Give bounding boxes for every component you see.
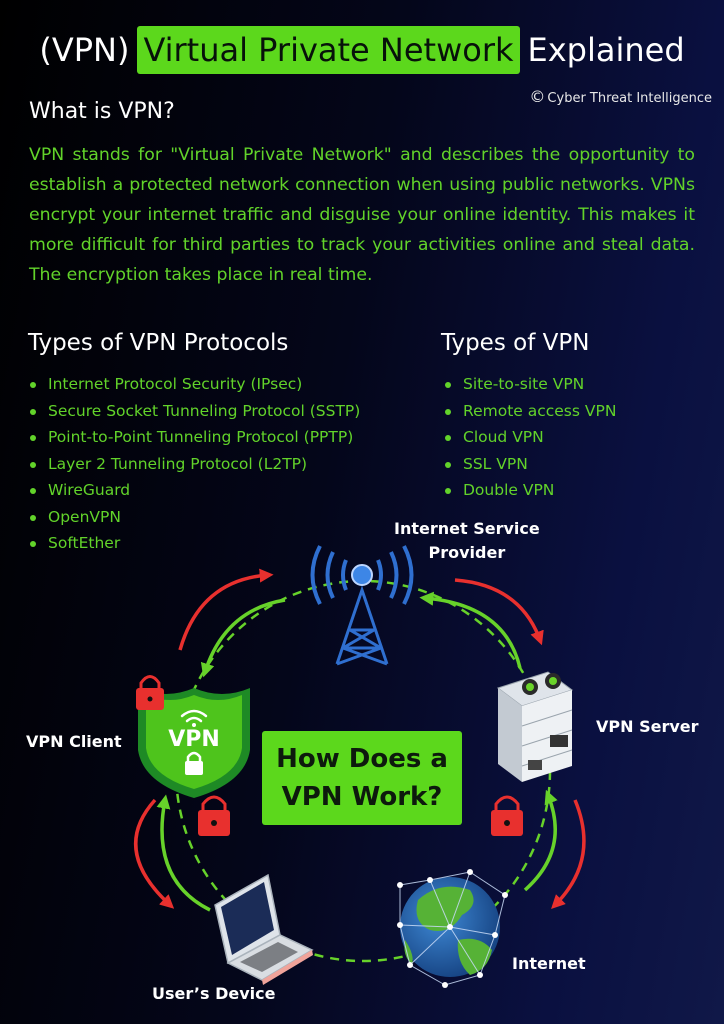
- arrow-green: [200, 598, 286, 678]
- padlock-icon: [491, 795, 523, 836]
- title-highlight: Virtual Private Network: [137, 26, 520, 74]
- protocols-heading: Types of VPN Protocols: [28, 330, 289, 356]
- list-item: Remote access VPN: [443, 398, 616, 425]
- vpn-description: VPN stands for "Virtual Private Network"…: [29, 145, 695, 285]
- arrow-green: [523, 789, 558, 892]
- list-item: SSL VPN: [443, 451, 616, 478]
- server-rack-icon: [496, 671, 574, 782]
- padlock-icon: [136, 675, 164, 710]
- list-item: SoftEther: [28, 530, 360, 557]
- list-item: Site-to-site VPN: [443, 371, 616, 398]
- list-item: Layer 2 Tunneling Protocol (L2TP): [28, 451, 360, 478]
- padlock-icon: [198, 795, 230, 836]
- page-title: (VPN) Virtual Private Network Explained: [0, 24, 724, 76]
- credit-text: Cyber Threat Intelligence: [547, 91, 712, 106]
- arrow-red: [454, 578, 544, 646]
- list-item: OpenVPN: [28, 504, 360, 531]
- internet-label: Internet: [512, 954, 586, 973]
- arrow-green: [156, 794, 211, 912]
- title-prefix: (VPN): [39, 31, 130, 69]
- what-is-heading: What is VPN?: [29, 99, 175, 124]
- isp-label-line1: Internet Service: [394, 519, 540, 538]
- vpn-types-list: Site-to-site VPN Remote access VPN Cloud…: [443, 371, 616, 504]
- arrow-red: [133, 798, 175, 909]
- protocols-list: Internet Protocol Security (IPsec) Secur…: [28, 371, 360, 557]
- list-item: Double VPN: [443, 477, 616, 504]
- how-does-vpn-work-box: How Does a VPN Work?: [262, 731, 462, 825]
- list-item: Cloud VPN: [443, 424, 616, 451]
- vpn-server-label: VPN Server: [596, 717, 699, 736]
- globe-icon: [397, 869, 508, 988]
- list-item: WireGuard: [28, 477, 360, 504]
- arrow-red: [551, 799, 586, 909]
- arrow-red: [178, 568, 274, 651]
- vpn-client-label: VPN Client: [26, 732, 122, 751]
- vpn-types-heading: Types of VPN: [441, 330, 590, 356]
- credit: ©Cyber Threat Intelligence: [529, 87, 712, 106]
- copyright-icon: ©: [529, 87, 546, 106]
- center-line1: How Does a: [276, 744, 448, 774]
- arrow-green: [419, 591, 522, 669]
- shield-label: VPN: [168, 727, 220, 752]
- title-suffix: Explained: [527, 31, 685, 69]
- center-line2: VPN Work?: [281, 782, 443, 812]
- vpn-shield-icon: [138, 688, 250, 798]
- list-item: Internet Protocol Security (IPsec): [28, 371, 360, 398]
- list-item: Secure Socket Tunneling Protocol (SSTP): [28, 398, 360, 425]
- isp-label: Internet Service Provider: [394, 517, 540, 565]
- laptop-icon: [214, 873, 314, 985]
- antenna-tower-icon: [310, 545, 414, 666]
- list-item: Point-to-Point Tunneling Protocol (PPTP): [28, 424, 360, 451]
- users-device-label: User’s Device: [152, 984, 276, 1003]
- isp-label-line2: Provider: [428, 543, 506, 562]
